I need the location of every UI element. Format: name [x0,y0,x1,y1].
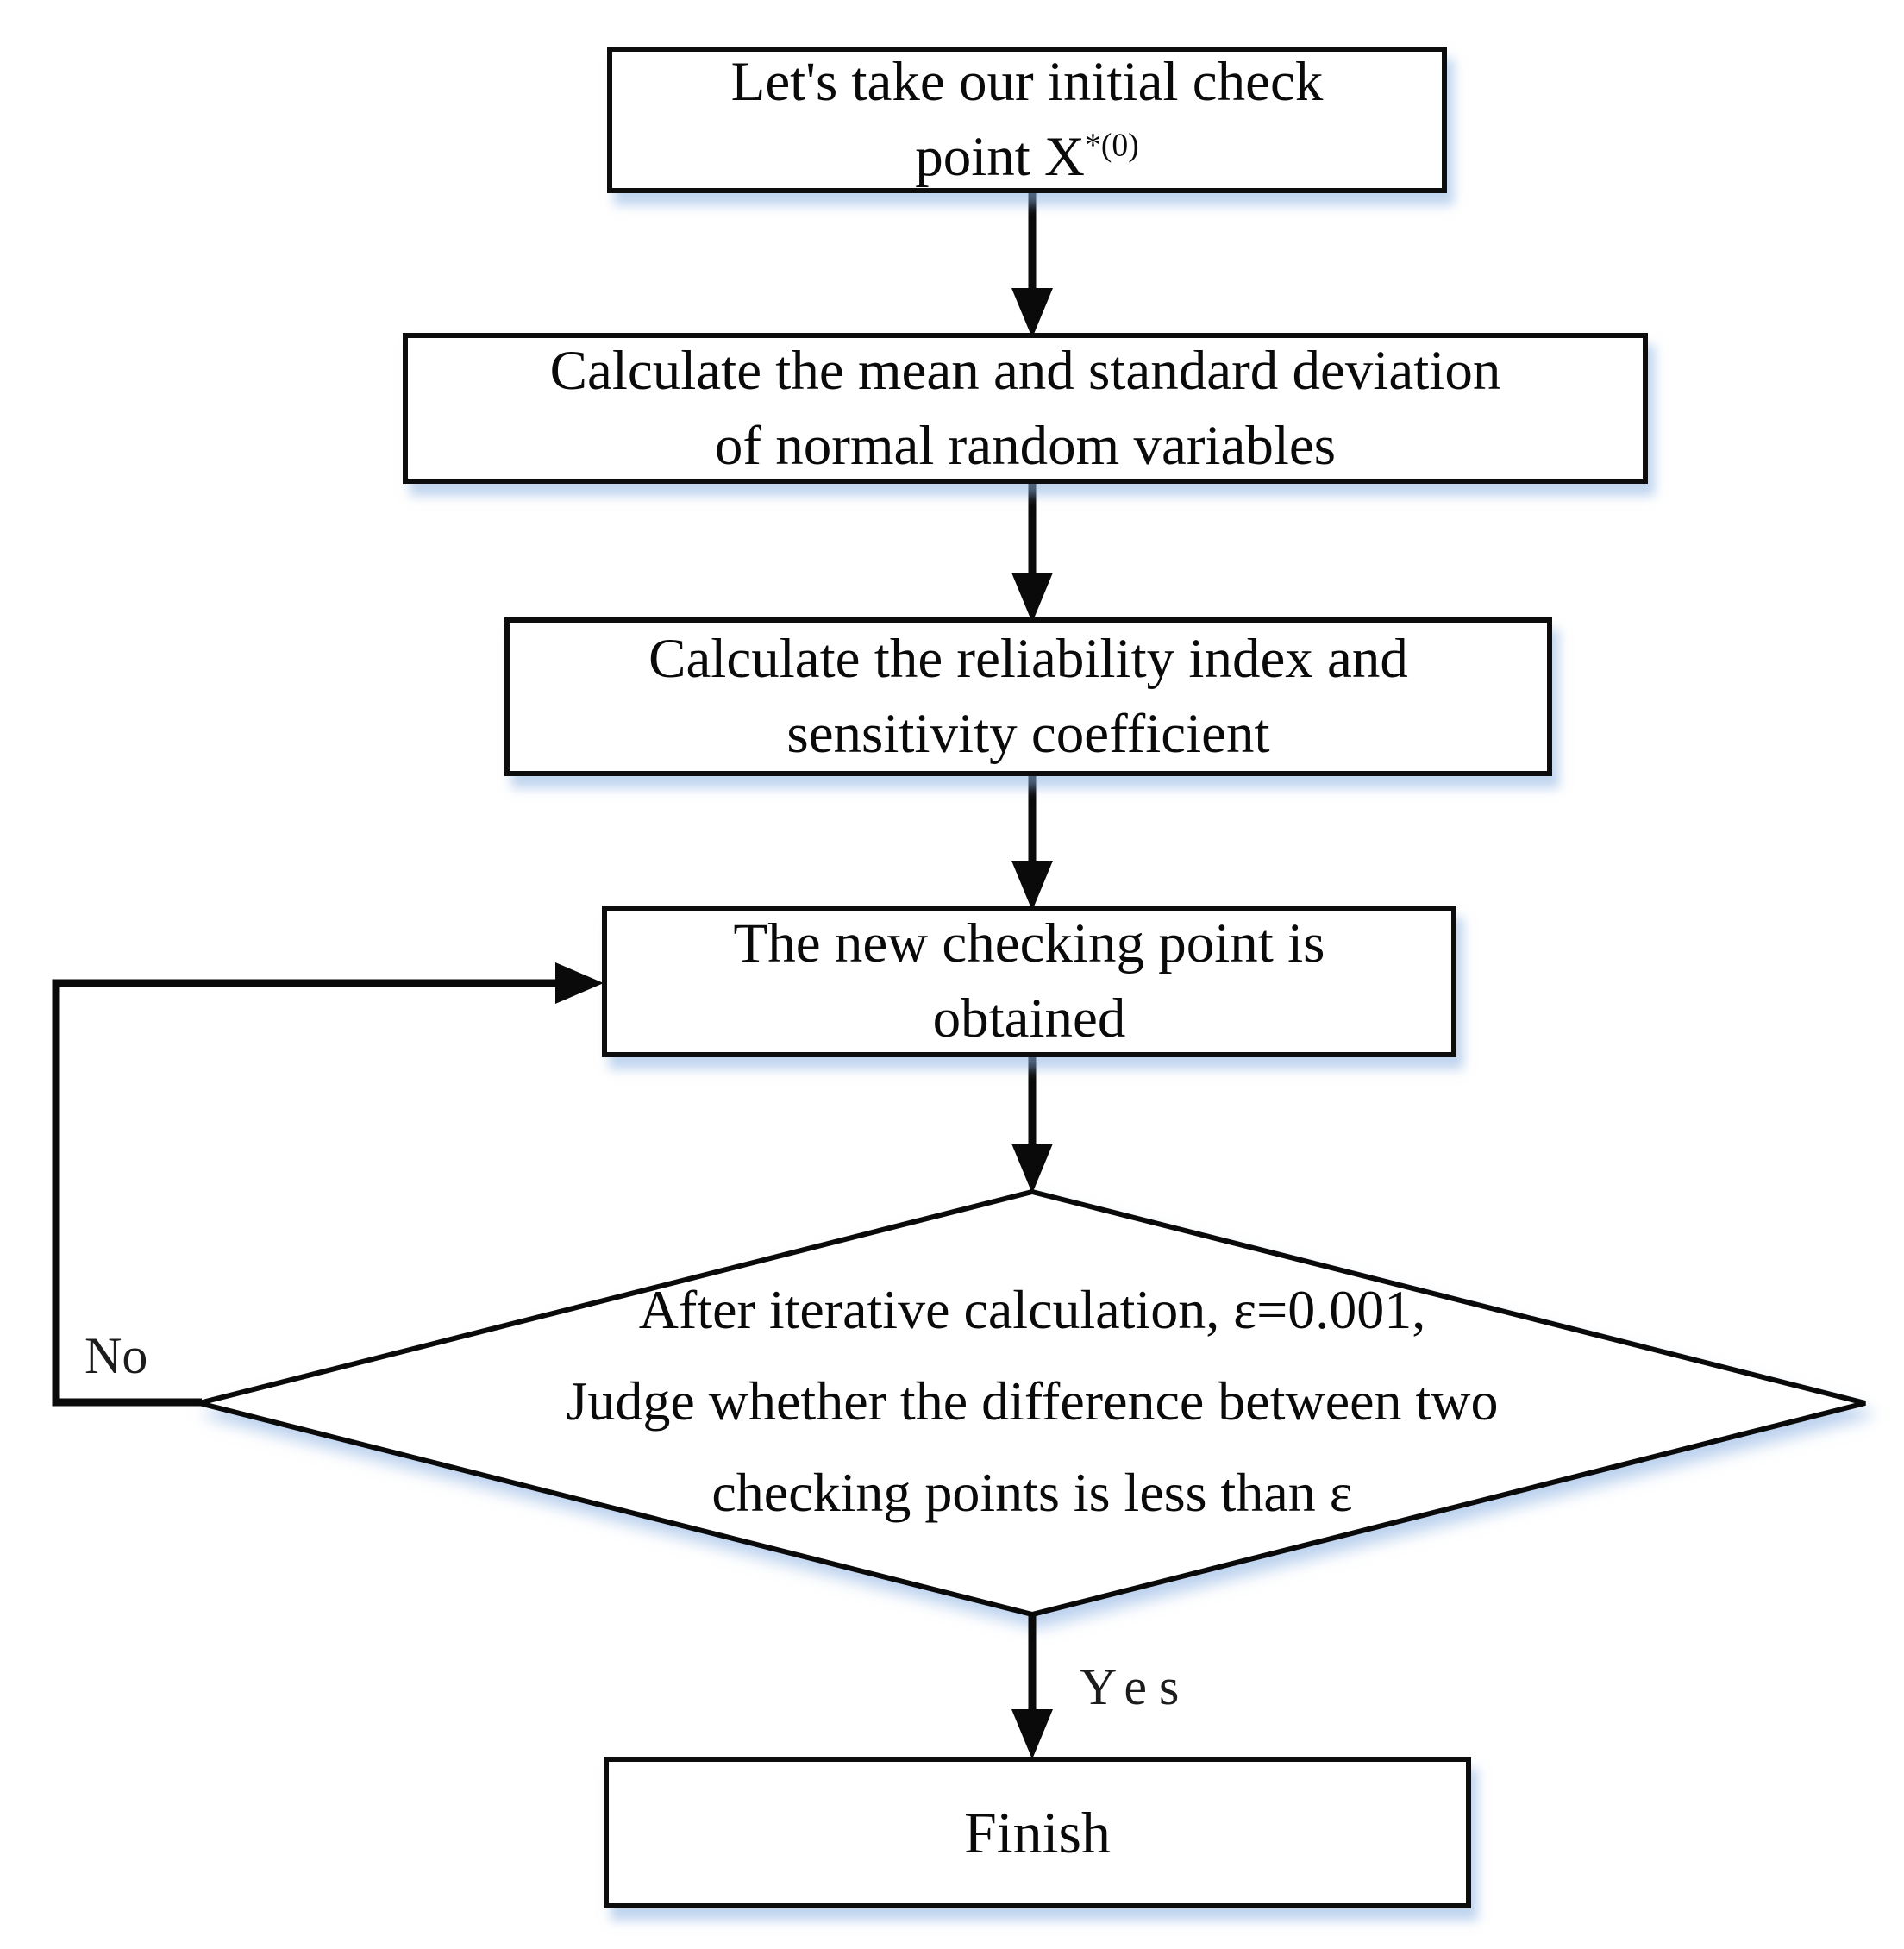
arrow-start-to-calc-mean [1012,190,1053,338]
decision-diamond-shape [198,1188,1866,1618]
yes-edge-label: Yes [1080,1658,1192,1715]
node-finish: Finish [604,1757,1471,1908]
node-new-checking-point-line2: obtained [932,987,1126,1050]
no-loop-connector [52,962,604,1407]
arrow-calc-mean-to-reliability [1012,480,1053,623]
node-start-line2: point X*(0) [915,126,1139,188]
node-calc-mean-std: Calculate the mean and standard deviatio… [403,333,1648,484]
node-start: Let's take our initial check point X*(0) [607,47,1447,193]
node-start-line1: Let's take our initial check [730,51,1324,113]
node-calc-reliability-line2: sensitivity coefficient [786,703,1270,765]
no-edge-label: No [85,1327,148,1384]
arrow-new-point-to-decision [1012,1054,1053,1194]
node-new-checking-point-line1: The new checking point is [733,912,1325,974]
node-calc-reliability-line1: Calculate the reliability index and [648,628,1408,690]
node-new-checking-point: The new checking point is obtained [602,906,1456,1057]
arrow-decision-to-finish [1012,1613,1053,1759]
node-calc-reliability: Calculate the reliability index and sens… [504,617,1552,776]
node-finish-label: Finish [963,1800,1112,1865]
node-calc-mean-std-line2: of normal random variables [714,414,1337,477]
superscript: *(0) [1085,127,1139,164]
node-calc-mean-std-line1: Calculate the mean and standard deviatio… [549,339,1501,402]
arrow-reliability-to-new-point [1012,773,1053,911]
